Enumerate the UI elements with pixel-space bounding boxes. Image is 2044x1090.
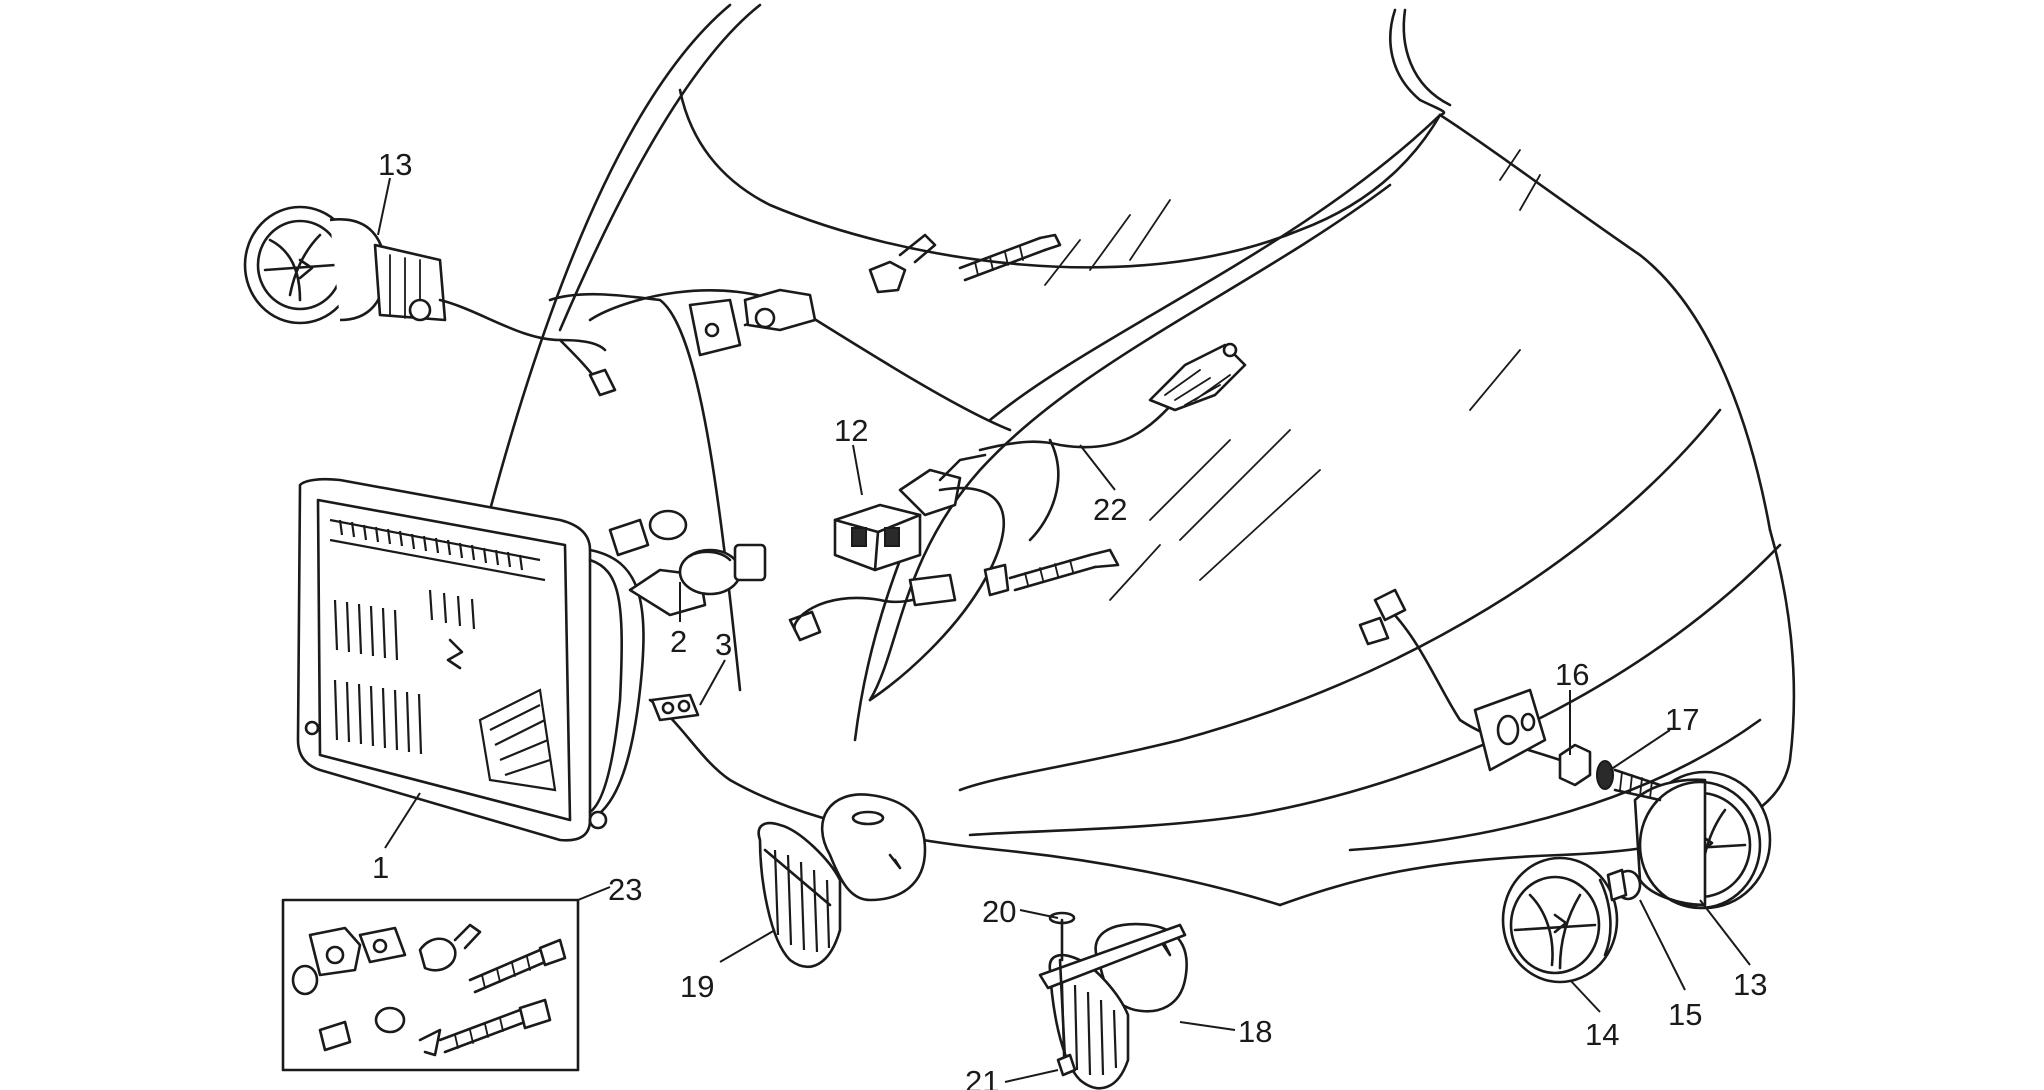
horn-bracket xyxy=(1038,923,1187,990)
washer-17 xyxy=(1596,760,1614,790)
callout-17: 17 xyxy=(1665,702,1699,737)
leader-lines xyxy=(377,177,1751,1083)
callout-2: 2 xyxy=(670,624,687,659)
callout-13-right: 13 xyxy=(1733,967,1767,1002)
turn-indicator-left xyxy=(243,205,617,397)
connector-block xyxy=(833,453,987,572)
callout-12: 12 xyxy=(834,413,868,448)
callout-19: 19 xyxy=(680,969,714,1004)
indicator-stem xyxy=(1358,588,1662,802)
callout-14: 14 xyxy=(1585,1017,1619,1052)
nut-16 xyxy=(1558,743,1592,787)
indicator-bulb xyxy=(1606,868,1642,902)
callout-20: 20 xyxy=(982,894,1016,929)
socket-parts xyxy=(743,233,1120,607)
lamp-adjust-screw xyxy=(588,810,608,830)
callout-21: 21 xyxy=(965,1064,999,1090)
callout-23: 23 xyxy=(608,872,642,907)
headlamp-bulb xyxy=(608,509,767,617)
parking-bulb-holder xyxy=(650,693,700,722)
lamp-mount-screw xyxy=(304,720,320,736)
horn-high xyxy=(1038,911,1188,1090)
callout-3: 3 xyxy=(715,627,732,662)
callout-15: 15 xyxy=(1668,997,1702,1032)
horn-low xyxy=(757,793,927,969)
lens-pattern xyxy=(329,518,557,792)
spare-parts-kit xyxy=(281,898,580,1072)
turn-indicator-right xyxy=(1633,770,1772,910)
callout-18: 18 xyxy=(1238,1014,1272,1049)
callout-labels: 13 12 22 2 3 1 23 19 20 18 21 16 17 13 1… xyxy=(372,147,1767,1090)
callout-16: 16 xyxy=(1555,657,1589,692)
turn-indicator-lens xyxy=(1501,856,1619,984)
headlamp xyxy=(296,477,645,842)
nut-21 xyxy=(1056,1053,1077,1077)
callout-13-left: 13 xyxy=(378,147,412,182)
callout-22: 22 xyxy=(1093,492,1127,527)
callout-1: 1 xyxy=(372,850,389,885)
